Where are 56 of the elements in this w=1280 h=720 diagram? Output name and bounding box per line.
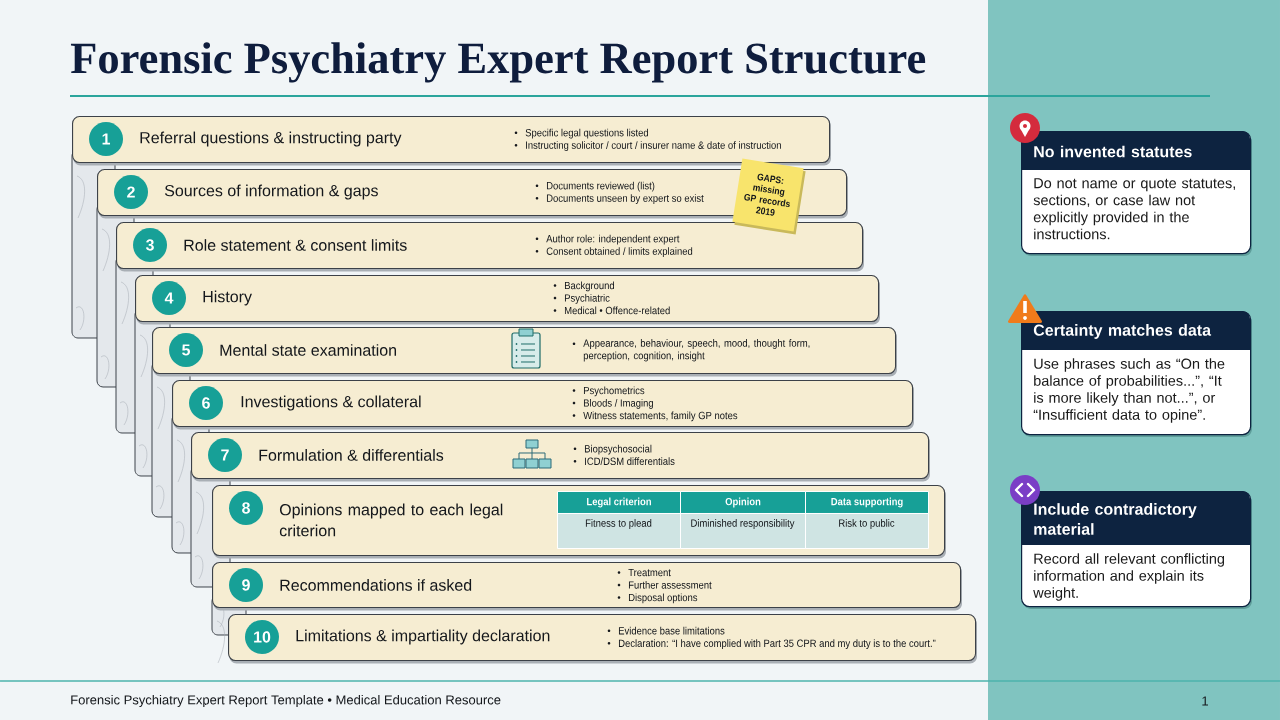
footer-text: Forensic Psychiatry Expert Report Template • Medical Education Resource	[71, 694, 501, 708]
page-number: 1	[1202, 696, 1208, 706]
title: Forensic Psychiatry Expert Report Structure	[70, 42, 926, 83]
number-badge: 4	[152, 281, 186, 315]
bullet-text: Documents unseen by expert so exist	[547, 194, 704, 204]
bullet-text: Appearance, behaviour, speech, mood, thought form, perception, cognition, insight	[583, 339, 810, 362]
table-header-cell: Opinion	[680, 491, 806, 514]
number-badge: 1	[89, 122, 123, 156]
bullet-text: Background	[565, 281, 614, 292]
callout-text: Use phrases such as “On the balance of probabilities...”, “It is more likely than not...”, or “Insufficient data to opine”.	[1033, 358, 1225, 423]
bullet-text: Biopsychosocial	[585, 444, 652, 455]
number-badge: 8	[229, 491, 263, 525]
table-cell: Fitness to plead	[557, 513, 681, 549]
callout-header: No invented statutes	[1021, 131, 1250, 170]
step-heading: Referral questions & instructing party	[140, 131, 402, 147]
bullet-text: Declaration: “I have complied with Part 35 CPR and my duty is to the court.”	[619, 639, 936, 650]
number-badge: 5	[169, 333, 203, 367]
callout-text: Do not name or quote statutes, sections, or case law not explicitly provided in the instructions.	[1033, 178, 1235, 240]
step-heading: Formulation & differentials	[259, 449, 444, 461]
step-heading: Recommendations if asked	[280, 579, 472, 591]
bullet-text: Disposal options	[629, 593, 698, 604]
bullet-text: Documents reviewed (list)	[547, 181, 655, 192]
sticky-note: GAPS: missing GP records 2019	[732, 158, 806, 235]
step-heading: Investigations & collateral	[241, 395, 421, 411]
step-heading: Sources of information & gaps	[164, 184, 378, 200]
number-badge: 10	[245, 620, 279, 654]
bullet-text: Specific legal questions listed	[525, 128, 648, 139]
bullet-text: Witness statements, family GP notes	[583, 411, 738, 422]
table-cell: Risk to public	[805, 513, 929, 549]
bullet-text: Instructing solicitor / court / insurer name & date of instruction	[526, 141, 781, 151]
number-badge: 7	[208, 438, 242, 472]
bullet-text: Consent obtained / limits explained	[546, 247, 693, 257]
number-badge: 6	[189, 386, 223, 420]
step-heading: Mental state examination	[220, 344, 396, 356]
number-badge: 2	[114, 175, 148, 209]
bullet-text: Bloods / Imaging	[584, 399, 653, 409]
step-heading: Limitations & impartiality declaration	[296, 629, 550, 645]
number-badge: 9	[229, 568, 263, 602]
bullet-text: Author role: independent expert	[546, 234, 680, 245]
number-badge: 3	[133, 228, 167, 262]
table-header-cell: Data supporting	[805, 491, 929, 514]
bullet-text: Evidence base limitations	[619, 626, 725, 635]
bullet-text: Psychometrics	[584, 386, 645, 397]
step-heading: Role statement & consent limits	[184, 239, 407, 251]
step-heading: History	[203, 290, 252, 306]
callout-header: Include contradictory material	[1021, 491, 1250, 545]
table-cell: Diminished responsibility	[680, 513, 806, 549]
table-header-cell: Legal criterion	[557, 491, 681, 514]
bullet-text: Further assessment	[629, 581, 712, 589]
bullet-text: Medical • Offence-related	[565, 306, 670, 315]
callout-text: Record all relevant conflicting information and explain its weight.	[1033, 553, 1225, 601]
bullet-text: Treatment	[628, 568, 671, 577]
callout-header: Certainty matches data	[1021, 311, 1250, 350]
bullet-text: Psychiatric	[565, 294, 610, 304]
bullet-text: ICD/DSM differentials	[585, 457, 675, 465]
step-heading: Opinions mapped to each legal criterion	[279, 503, 503, 537]
